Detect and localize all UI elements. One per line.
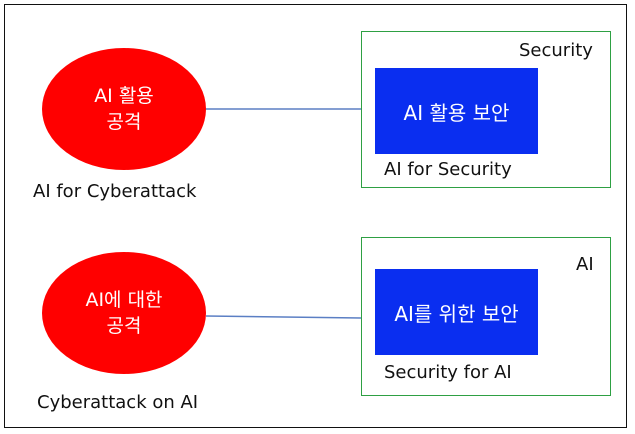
ai-for-security-caption: AI for Security — [384, 159, 512, 180]
security-for-ai-caption: Security for AI — [384, 362, 512, 383]
ai-group-label: AI — [576, 254, 594, 275]
ai-security-box-label: AI 활용 보안 — [403, 100, 510, 125]
ai-powered-attack-label: AI 활용 공격 — [94, 85, 154, 133]
ai-security-box: AI 활용 보안 — [375, 68, 538, 154]
ai-group — [361, 237, 611, 396]
security-for-ai-box-label: AI를 위한 보안 — [394, 301, 519, 326]
security-for-ai-box: AI를 위한 보안 — [375, 269, 538, 355]
attack-on-ai-ellipse: AI에 대한 공격 — [42, 252, 206, 374]
ai-for-cyberattack-caption: AI for Cyberattack — [33, 181, 197, 202]
connector-bottom — [205, 315, 362, 319]
diagram-frame — [4, 4, 627, 428]
security-group — [361, 31, 611, 188]
cyberattack-on-ai-caption: Cyberattack on AI — [37, 392, 199, 413]
security-group-label: Security — [519, 40, 593, 61]
attack-on-ai-label: AI에 대한 공격 — [85, 289, 163, 337]
ai-powered-attack-ellipse: AI 활용 공격 — [42, 48, 206, 170]
